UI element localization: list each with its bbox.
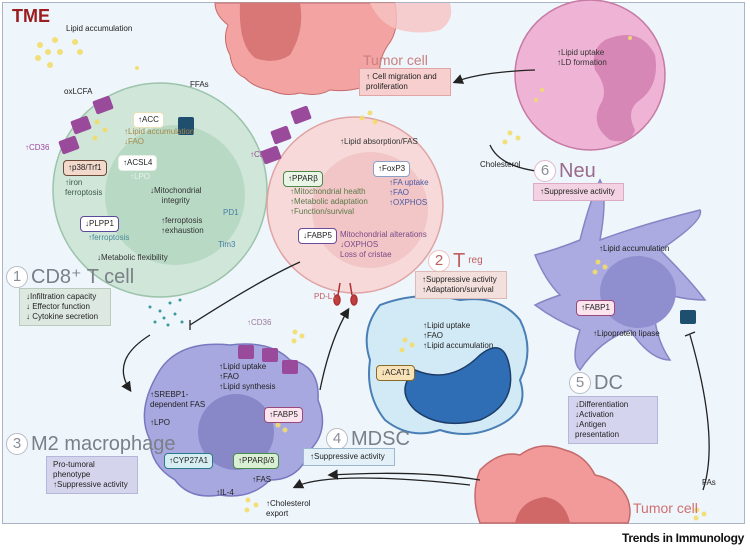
cd8-cd36-label: ↑CD36: [25, 143, 50, 152]
cd8-lipid-fao: ↑Lipid accumulation ↓FAO: [124, 127, 195, 146]
fabp1-pill: ↑FABP1: [576, 300, 615, 316]
cd36-receptors: [58, 95, 312, 374]
lpo-label: ↑LPO: [130, 172, 151, 181]
lipoprotein-lipase: ↑Lipoprotein lipase: [593, 329, 660, 338]
cholesterol-label: Cholesterol: [480, 160, 521, 169]
cholesterol-export: ↑Cholesterol export: [266, 499, 311, 518]
ferroptosis-exhaustion: ↑ferroptosis ↑exhaustion: [161, 216, 204, 235]
ffas-label: FFAs: [190, 80, 209, 89]
tumor-cell-bottom-title: Tumor cell: [633, 500, 698, 516]
m2-lipid: ↑Lipid uptake ↑FAO ↑Lipid synthesis: [219, 362, 276, 391]
pd-l1-label: PD-L1: [314, 292, 337, 301]
cd8-number: 1: [6, 266, 28, 288]
neu-lipid: ↑Lipid uptake ↑LD formation: [557, 48, 607, 67]
treg-cd36-label: ↑CD36: [250, 150, 275, 159]
neu-effects: ↑Suppressive activity: [533, 183, 624, 201]
ppar-beta-pill: ↑PPARβ: [283, 171, 323, 187]
pd1-label: PD1: [223, 208, 239, 217]
il4-label: ↑IL-4: [216, 488, 234, 497]
cd8-title-text: CD8⁺ T cell: [31, 266, 135, 288]
treg-number: 2: [428, 250, 450, 272]
dc-title-text: DC: [594, 372, 623, 394]
dendritic-cell: [533, 178, 707, 372]
foxp3-pill: ↑FoxP3: [373, 161, 411, 177]
mdsc-number: 4: [326, 428, 348, 450]
plpp1-ferroptosis: ↑ferroptosis: [88, 233, 130, 242]
mitochondrial-integrity: ↓Mitochondrial integrity: [150, 186, 202, 205]
plpp1-pill: ↓PLPP1: [80, 216, 119, 232]
treg-title-text: T: [453, 250, 466, 272]
cd8-title: 1 CD8⁺ T cell: [6, 266, 134, 288]
neu-title-text: Neu: [559, 160, 596, 182]
ffa-transporters: [178, 117, 696, 324]
tme-label: TME: [12, 6, 50, 26]
acsl4-pill: ↑ACSL4: [118, 155, 158, 171]
treg-effects: ↑Suppressive activity ↑Adaptation/surviv…: [415, 271, 507, 299]
mdsc-cell: [365, 295, 529, 435]
lipid-accumulation-label: Lipid accumulation: [66, 24, 133, 33]
tumor-cell-bottom: [474, 445, 631, 524]
neu-title: 6 Neu: [534, 160, 596, 182]
m2-title-text: M2 macrophage: [31, 433, 176, 455]
cyp27a1-pill: ↑CYP27A1: [164, 453, 214, 469]
tumor-cell-top: [214, 2, 452, 95]
srebp1-fas: ↑SREBP1- dependent FAS: [150, 390, 206, 409]
ppar-beta-delta-pill: ↑PPARβ/δ: [233, 453, 280, 469]
ppar-effects: ↑Mitochondrial health ↑Metabolic adaptat…: [290, 187, 368, 216]
tumor-cell-top-effect: ↑ Cell migration and proliferation: [359, 68, 451, 96]
m2-cd36-label: ↑CD36: [247, 318, 272, 327]
m2-lpo: ↑LPO: [150, 418, 171, 427]
m2-number: 3: [6, 433, 28, 455]
mdsc-effects: ↑Suppressive activity: [303, 448, 395, 466]
cd8-effects: ↓Infiltration capacity ↓ Effector functi…: [19, 288, 111, 326]
mdsc-lipid: ↑Lipid uptake ↑FAO ↑Lipid accumulation: [423, 321, 494, 350]
m2-effects: Pro-tumoral phenotype ↑Suppressive activ…: [46, 456, 138, 494]
m2-fas: ↑FAS: [252, 475, 272, 484]
neutrophil-cell: [514, 0, 666, 151]
dc-title: 5 DC: [569, 372, 623, 394]
lipid-droplets: [35, 36, 707, 521]
metabolic-flexibility: ↓Metabolic flexibility: [97, 253, 168, 262]
dc-effects: ↓Differentiation ↓Activation ↓Antigen pr…: [568, 396, 658, 444]
oxlcfa-label: oxLCFA: [64, 87, 93, 96]
fabp5-m2-pill: ↑FABP5: [264, 407, 303, 423]
fabp5-treg-pill: ↓FABP5: [298, 228, 337, 244]
journal-footer: Trends in Immunology: [621, 531, 744, 545]
pd-l1-receptor: [333, 282, 358, 306]
iron-ferroptosis: ↑iron ferroptosis: [65, 178, 103, 197]
dc-lipid: ↑Lipid accumulation: [599, 244, 670, 253]
acc-pill: ↑ACC: [133, 112, 164, 128]
p38-pill: ↑p38/Trf1: [63, 160, 107, 176]
acat1-pill: ↓ACAT1: [376, 365, 416, 381]
fabp5-effects: Mitochondrial alterations ↓OXPHOS Loss o…: [340, 230, 427, 259]
treg-subscript: reg: [468, 255, 483, 266]
tumor-cell-top-title: Tumor cell: [363, 52, 428, 68]
mdsc-title-text: MDSC: [351, 428, 410, 450]
m2-title: 3 M2 macrophage: [6, 433, 176, 455]
tim3-label: Tim3: [218, 240, 236, 249]
cytokine-dots: [148, 298, 184, 327]
foxp3-effects: ↑FA uptake ↑FAO ↑OXPHOS: [389, 178, 429, 207]
fas-label: FAs: [702, 478, 716, 487]
lipid-absorption: ↑Lipid absorption/FAS: [340, 137, 418, 146]
neu-number: 6: [534, 160, 556, 182]
dc-number: 5: [569, 372, 591, 394]
mdsc-title: 4 MDSC: [326, 428, 410, 450]
